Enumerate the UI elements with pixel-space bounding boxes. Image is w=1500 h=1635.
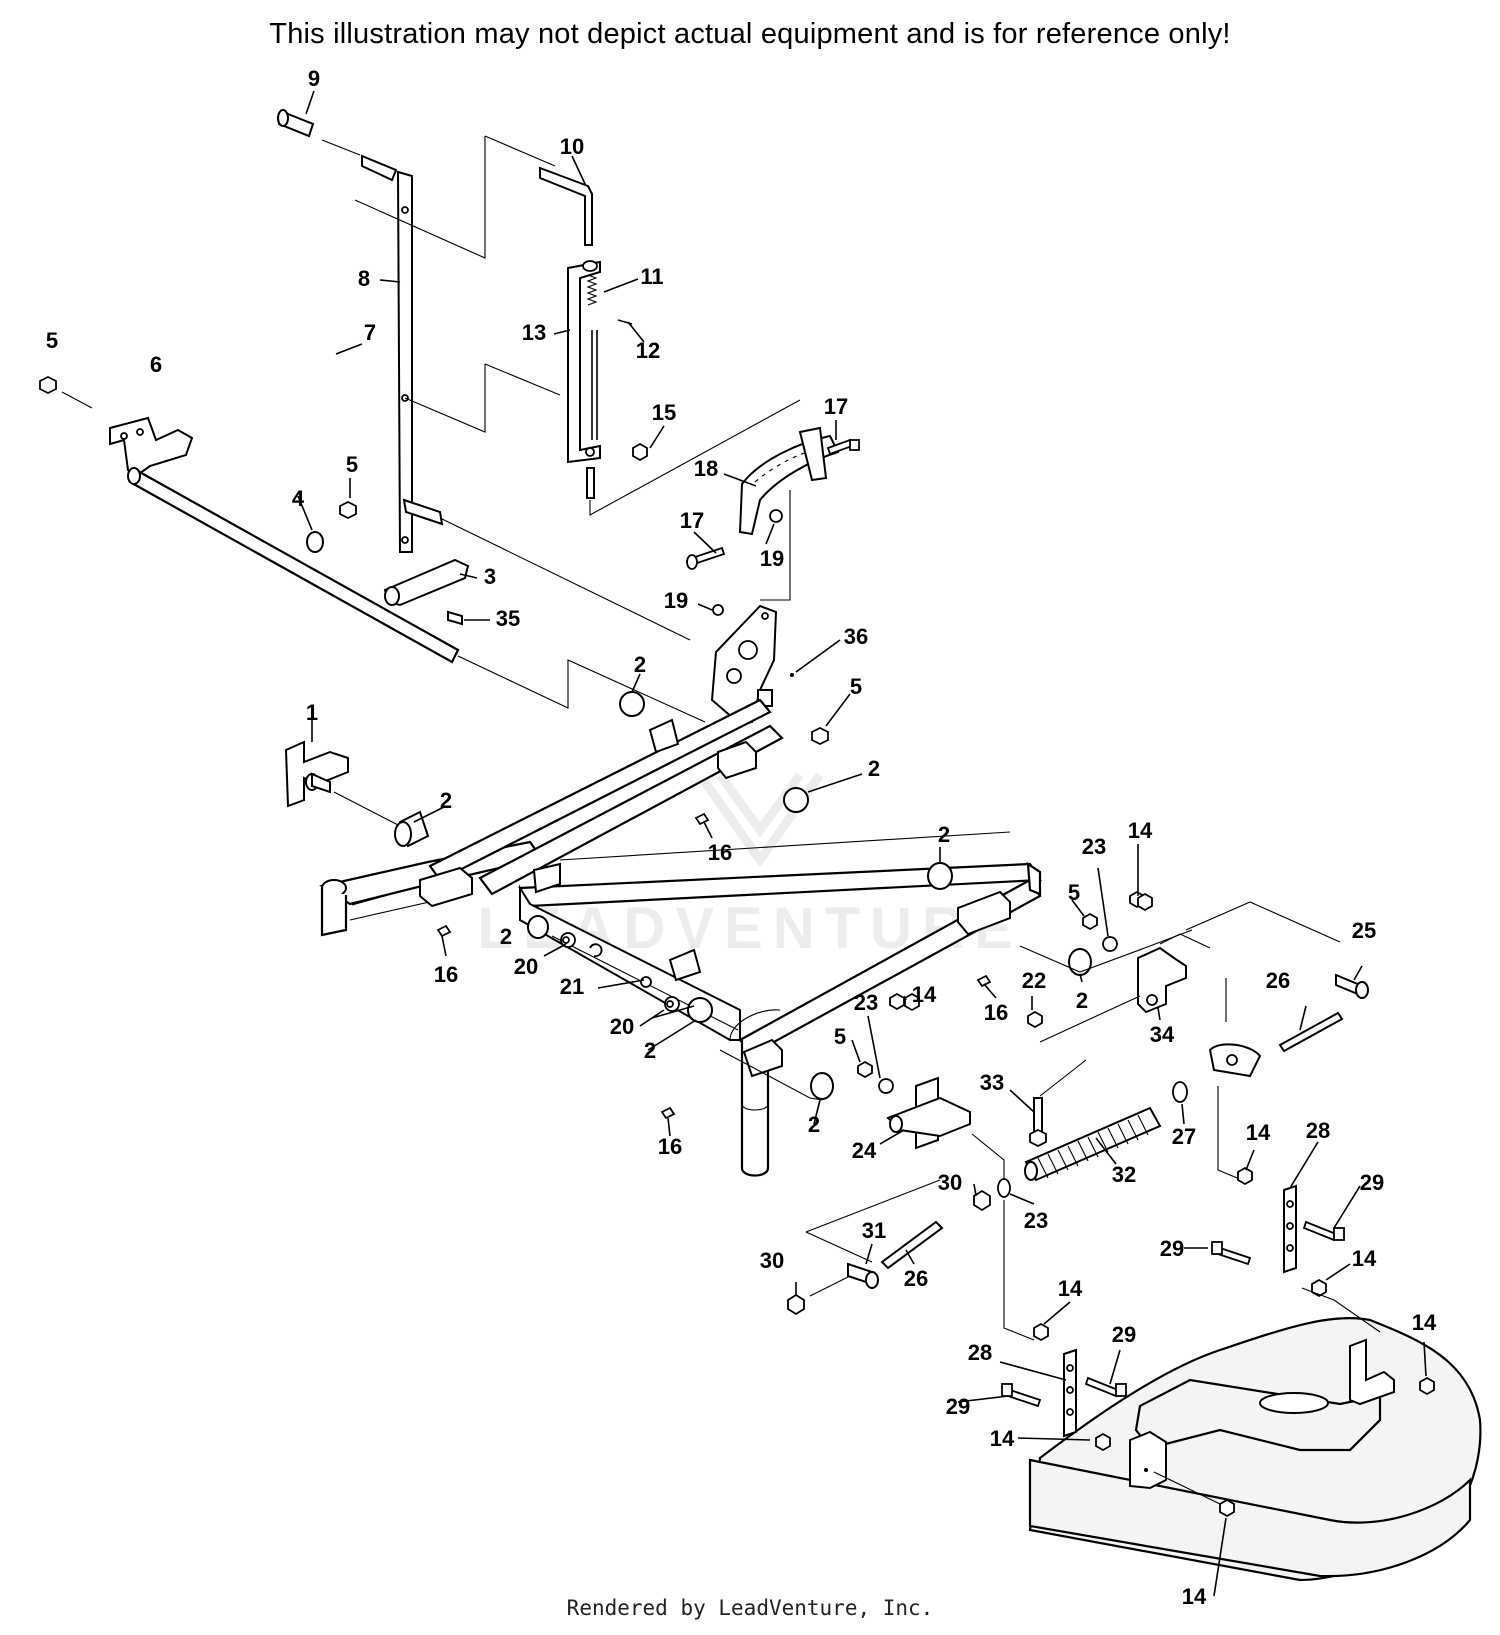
- callout-16: 16: [708, 840, 732, 865]
- callout-16: 16: [434, 962, 458, 987]
- main-frame: [284, 691, 1341, 1177]
- callout-30: 30: [938, 1170, 962, 1195]
- lift-chain-upper: [1283, 1184, 1297, 1274]
- callout-2: 2: [1076, 988, 1088, 1013]
- callout-14: 14: [912, 982, 937, 1007]
- callout-34: 34: [1150, 1022, 1175, 1047]
- callout-22: 22: [1022, 968, 1046, 993]
- callout-5: 5: [850, 674, 862, 699]
- callout-6: 6: [150, 352, 162, 377]
- callout-14: 14: [1246, 1120, 1271, 1145]
- callout-16: 16: [658, 1134, 682, 1159]
- callout-23: 23: [1082, 834, 1106, 859]
- callout-5: 5: [346, 452, 358, 477]
- callout-14: 14: [1058, 1276, 1083, 1301]
- callout-1: 1: [306, 700, 318, 725]
- callout-17: 17: [680, 508, 704, 533]
- callout-25: 25: [1352, 918, 1376, 943]
- callout-29: 29: [1360, 1170, 1384, 1195]
- callout-14: 14: [1182, 1584, 1207, 1609]
- callout-12: 12: [636, 338, 660, 363]
- callout-2: 2: [440, 788, 452, 813]
- callout-10: 10: [560, 134, 584, 159]
- footer-credit: Rendered by LeadVenture, Inc.: [566, 1596, 934, 1620]
- callout-23: 23: [1024, 1208, 1048, 1233]
- callout-14: 14: [1128, 818, 1153, 843]
- callout-30: 30: [760, 1248, 784, 1273]
- callout-29: 29: [1112, 1322, 1136, 1347]
- callout-27: 27: [1172, 1124, 1196, 1149]
- callout-2: 2: [500, 924, 512, 949]
- callout-29: 29: [1160, 1236, 1184, 1261]
- lift-chain-lower: [1063, 1348, 1077, 1438]
- callout-26: 26: [1266, 968, 1290, 993]
- callout-9: 9: [308, 66, 320, 91]
- callout-5: 5: [1068, 880, 1080, 905]
- callout-36: 36: [844, 624, 868, 649]
- extension-spring: [1024, 1106, 1162, 1182]
- callout-2: 2: [808, 1112, 820, 1137]
- callout-2: 2: [644, 1038, 656, 1063]
- callout-2: 2: [868, 756, 880, 781]
- rear-lift-shaft: [39, 375, 706, 723]
- callout-labels: 9 10 11 8 13 12 7 5 6 15 17 18 5 4 17 19…: [46, 66, 1437, 1609]
- callout-21: 21: [560, 974, 584, 999]
- callout-28: 28: [968, 1340, 992, 1365]
- callout-11: 11: [640, 264, 663, 289]
- callout-14: 14: [1352, 1246, 1377, 1271]
- callout-35: 35: [496, 606, 520, 631]
- callout-26: 26: [904, 1266, 928, 1291]
- callout-4: 4: [292, 486, 305, 511]
- callout-19: 19: [664, 588, 688, 613]
- callout-13: 13: [522, 320, 546, 345]
- callout-18: 18: [694, 456, 718, 481]
- callout-32: 32: [1112, 1162, 1136, 1187]
- callout-14: 14: [990, 1426, 1015, 1451]
- callout-14: 14: [1412, 1310, 1437, 1335]
- callout-17: 17: [824, 394, 848, 419]
- callout-3: 3: [484, 564, 496, 589]
- mower-deck: [904, 892, 1482, 1582]
- callout-33: 33: [980, 1070, 1004, 1095]
- callout-15: 15: [652, 400, 676, 425]
- callout-24: 24: [852, 1138, 877, 1163]
- callout-7: 7: [364, 320, 376, 345]
- callout-2: 2: [634, 652, 646, 677]
- callout-8: 8: [358, 266, 370, 291]
- callout-2: 2: [938, 822, 950, 847]
- callout-23: 23: [854, 990, 878, 1015]
- callout-5: 5: [46, 328, 58, 353]
- callout-20: 20: [610, 1014, 634, 1039]
- callout-29: 29: [946, 1394, 970, 1419]
- callout-19: 19: [760, 546, 784, 571]
- disclaimer-text: This illustration may not depict actual …: [269, 18, 1231, 50]
- callout-5: 5: [834, 1024, 846, 1049]
- callout-28: 28: [1306, 1118, 1330, 1143]
- spring-linkage: [787, 973, 1369, 1341]
- lift-lever-assembly: [277, 109, 860, 746]
- leader-lines: [297, 90, 1427, 1597]
- callout-16: 16: [984, 1000, 1008, 1025]
- callout-31: 31: [862, 1218, 886, 1243]
- callout-20: 20: [514, 954, 538, 979]
